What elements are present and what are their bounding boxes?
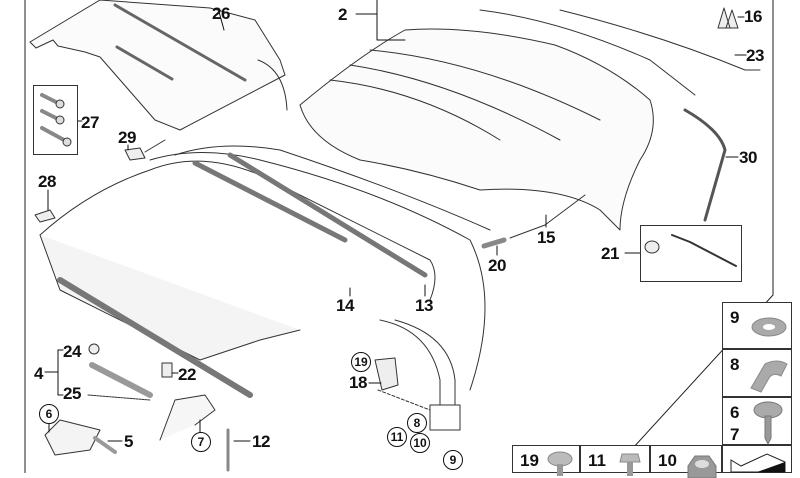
circled-label-9[interactable]: 9 [443,450,463,470]
legend-number: 6 [730,403,740,422]
part-label-30[interactable]: 30 [739,148,757,167]
part-label-26[interactable]: 26 [212,4,230,23]
circled-label-8[interactable]: 8 [407,413,427,433]
nut-part-28 [34,209,56,223]
screws-part-27 [40,93,83,147]
legend-cell-11[interactable]: 11 [580,445,650,476]
cable-part-15 [509,194,586,239]
pan-head-bolt-icon [547,451,573,476]
circled-label-10[interactable]: 10 [410,433,430,453]
soft-top-part-2 [299,0,761,231]
hex-bolt-icon [619,453,641,476]
plug-part-22 [161,362,173,378]
bracket-part-18 [374,357,399,391]
callout-box-27 [33,85,78,155]
bracket-part-29 [124,147,146,161]
part-label-12[interactable]: 12 [252,432,270,451]
legend-number-secondary: 7 [730,425,740,444]
latch-part-5 [44,419,101,456]
part-label-4[interactable]: 4 [34,364,43,383]
callout-box-21 [640,225,742,282]
part-label-18[interactable]: 18 [349,373,367,392]
part-label-23[interactable]: 23 [746,46,764,65]
part-label-20[interactable]: 20 [488,256,506,275]
circled-label-19[interactable]: 19 [351,352,371,372]
cap-part-24 [88,343,100,355]
circled-label-11[interactable]: 11 [387,427,407,447]
hex-nut-icon [687,455,717,478]
part-label-27[interactable]: 27 [81,113,99,132]
screw-icon [753,401,783,446]
legend-number: 10 [658,451,677,470]
part-label-28[interactable]: 28 [38,172,56,191]
circled-label-6[interactable]: 6 [39,404,59,424]
washer-icon [751,317,787,337]
tag-icon [730,453,786,473]
legend-cell-9[interactable]: 9 [722,302,792,349]
rear-panel-part-26 [29,0,288,131]
seal-strip-part-30 [683,108,727,222]
legend-number: 8 [730,355,740,374]
sleeve-part-20 [481,237,507,249]
rivet-part-21 [624,234,737,267]
legend-cell-6-7[interactable]: 6 7 [722,397,792,446]
legend-number: 19 [520,451,539,470]
lever-part-7 [159,394,216,441]
clip-part-16 [717,7,739,29]
legend-number: 11 [588,451,606,470]
spring-part-25 [87,394,151,401]
circled-label-7[interactable]: 7 [191,432,211,452]
handle-part-4 [89,362,153,398]
top-frame-bows [39,145,491,431]
part-label-13[interactable]: 13 [415,296,433,315]
part-label-16[interactable]: 16 [744,7,762,26]
part-label-24[interactable]: 24 [63,342,81,361]
part-label-14[interactable]: 14 [336,296,354,315]
part-label-29[interactable]: 29 [118,128,136,147]
part-label-22[interactable]: 22 [178,365,196,384]
legend-cell-19[interactable]: 19 [512,445,580,476]
shim-icon [750,360,788,393]
part-label-25[interactable]: 25 [63,384,81,403]
legend-number: 9 [730,308,740,327]
part-label-21[interactable]: 21 [601,244,619,263]
legend-cell-10[interactable]: 10 [650,445,722,478]
part-label-15[interactable]: 15 [537,228,555,247]
part-label-2[interactable]: 2 [338,5,347,24]
legend-cell-8[interactable]: 8 [722,349,792,397]
legend-cell-tag[interactable] [722,445,792,473]
part-label-5[interactable]: 5 [124,432,133,451]
